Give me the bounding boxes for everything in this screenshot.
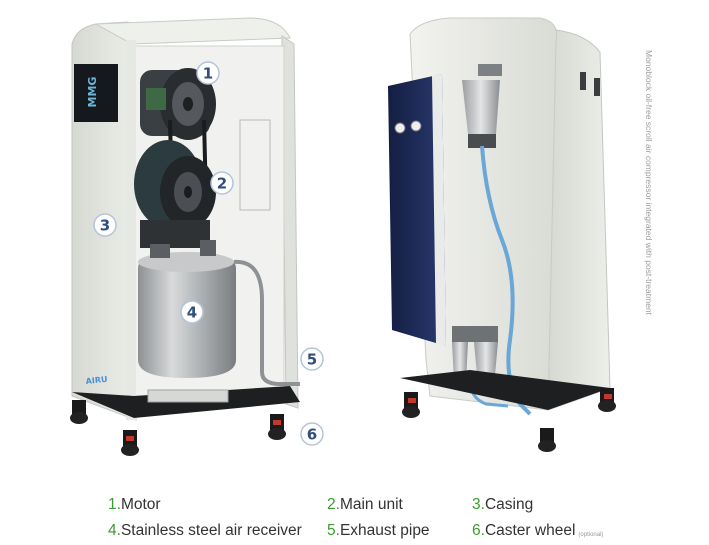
legend-number: 6. <box>472 522 485 539</box>
callout-number: 4 <box>187 304 197 322</box>
dryer-door-trim <box>432 74 446 346</box>
side-caption: Monoblock oil-free scroll air compressor… <box>644 50 654 316</box>
legend-note: (optional) <box>578 532 604 538</box>
callout-number: 1 <box>203 65 213 83</box>
legend-item-air-receiver: 4.Stainless steel air receiver <box>108 522 302 540</box>
right-unit-wheels <box>402 388 616 452</box>
legend-number: 1. <box>108 496 121 513</box>
top-filter <box>462 64 502 148</box>
callout-number: 6 <box>307 426 317 444</box>
vent-slot <box>594 78 600 96</box>
callout-number: 2 <box>217 175 227 193</box>
vent-slot <box>580 72 586 90</box>
legend-label: Main unit <box>339 496 403 513</box>
callout-badge-6: 6 <box>300 422 324 446</box>
model-badge: AIRU <box>85 375 108 386</box>
main-unit <box>134 140 216 248</box>
callout-badge-3: 3 <box>93 213 117 237</box>
parts-legend: 1.Motor 2.Main unit 3.Casing 4.Stainless… <box>0 490 709 545</box>
callout-badge-1: 1 <box>196 61 220 85</box>
mounting-bracket <box>239 119 271 211</box>
legend-item-motor: 1.Motor <box>108 496 161 514</box>
pressure-gauge <box>394 122 406 134</box>
legend-number: 3. <box>472 496 485 513</box>
legend-label: Exhaust pipe <box>339 522 430 539</box>
legend-label: Motor <box>120 496 161 513</box>
pressure-gauge <box>410 120 422 132</box>
callout-number: 3 <box>100 217 110 235</box>
legend-item-caster-wheel: 6.Caster wheel(optional) <box>472 522 603 540</box>
exhaust-hose <box>233 259 300 386</box>
legend-label: Stainless steel air receiver <box>120 522 302 539</box>
legend-item-main-unit: 2.Main unit <box>327 496 403 514</box>
callout-badge-4: 4 <box>180 300 204 324</box>
brand-logo-text: MMG <box>86 77 99 108</box>
legend-label: Caster wheel <box>484 522 576 539</box>
right-compressor-unit <box>388 17 616 452</box>
motor <box>140 68 216 140</box>
left-unit-wheels <box>70 400 286 456</box>
legend-number: 2. <box>327 496 340 513</box>
legend-item-exhaust-pipe: 5.Exhaust pipe <box>327 522 430 540</box>
left-compressor-unit: MMG AIRU <box>70 17 300 456</box>
rear-back-panel <box>409 17 558 411</box>
legend-label: Casing <box>484 496 534 513</box>
callout-number: 5 <box>307 351 317 369</box>
drain-grate <box>147 389 229 403</box>
right-frame <box>281 35 299 409</box>
top-panel <box>94 17 291 45</box>
front-frame-column <box>126 40 136 420</box>
legend-number: 5. <box>327 522 340 539</box>
rear-side-panel <box>547 29 611 411</box>
callout-badge-2: 2 <box>210 171 234 195</box>
legend-number: 4. <box>108 522 121 539</box>
product-illustration: MMG AIRU <box>70 17 654 456</box>
callout-badge-5: 5 <box>300 347 324 371</box>
rear-base-frame <box>400 370 610 410</box>
legend-item-casing: 3.Casing <box>472 496 533 514</box>
brand-strip <box>74 64 118 122</box>
dryer-door-panel <box>388 74 446 346</box>
